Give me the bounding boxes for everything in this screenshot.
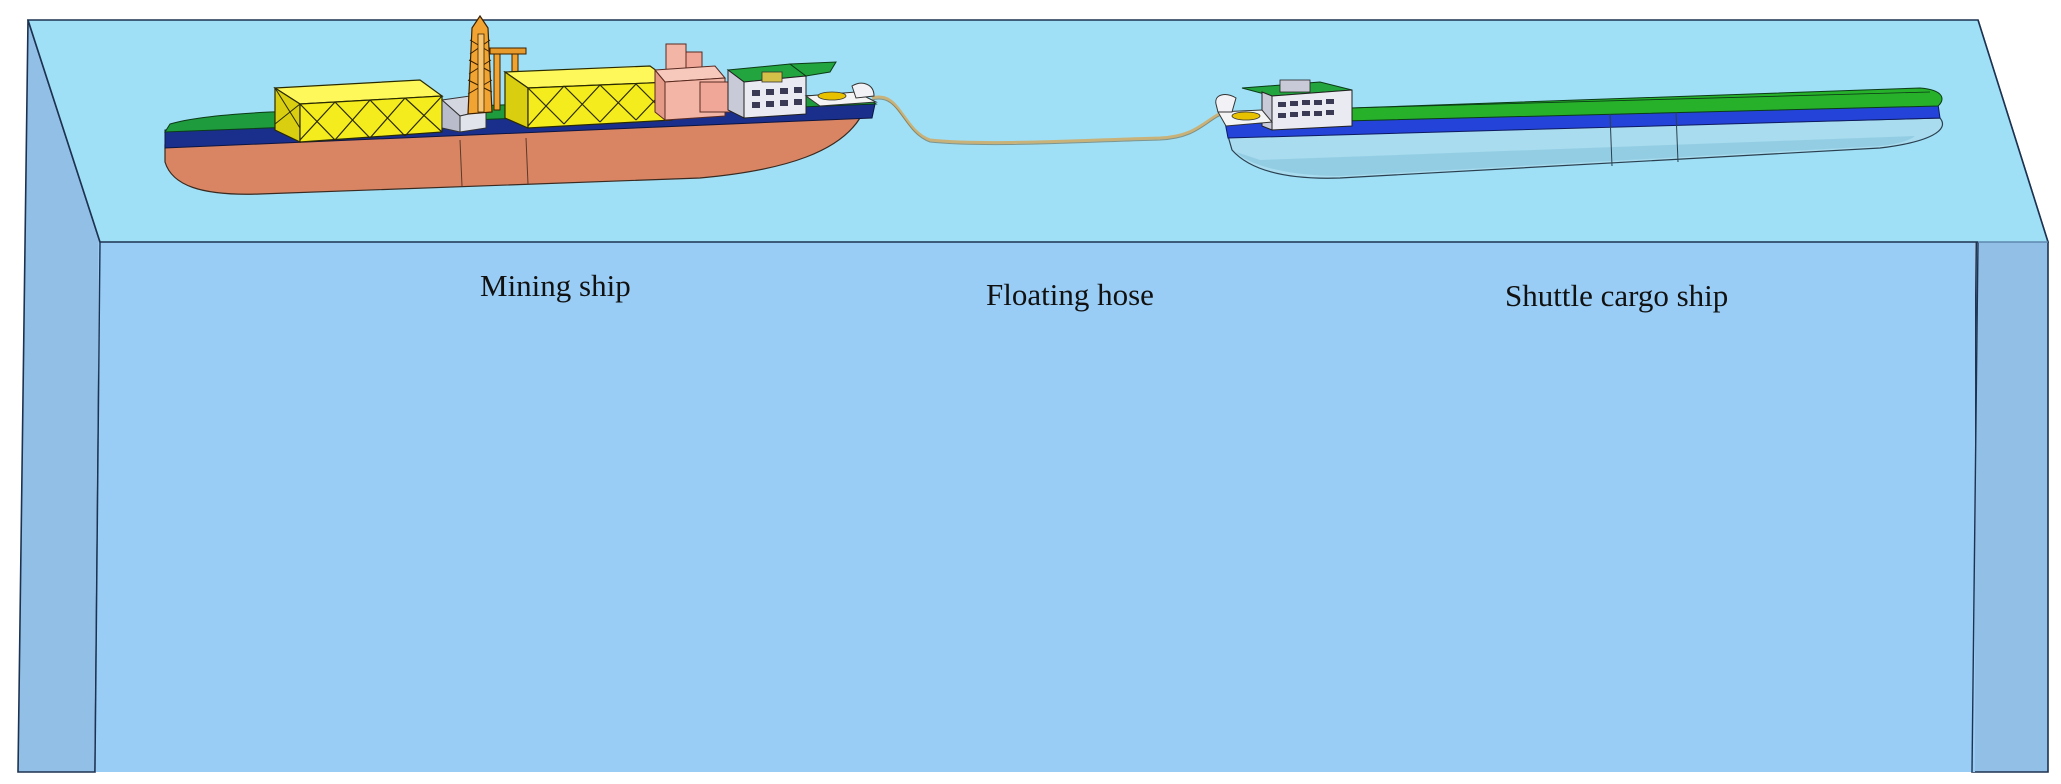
water-front-face-main [98,242,1975,772]
mining-module-left [273,79,444,143]
water-front-edge-right [1971,241,1979,773]
water-box [17,19,2050,773]
mining-bridge-house [726,61,837,119]
mining-ship-label: Mining ship [480,268,631,303]
mining-hull-bottom [164,117,862,195]
mining-ship-icon [164,14,878,195]
mining-module-right [503,65,674,129]
mining-process-buildings [653,43,731,122]
mining-bow-helideck [804,82,878,107]
shuttle-cargo-ship-icon [1215,79,1943,179]
floating-hose-shadow [871,98,1229,146]
shuttle-deckhouse [1241,79,1353,131]
water-front-edge-left [94,241,101,773]
shuttle-stern-helideck [1215,94,1273,127]
floating-hose-icon [871,95,1229,145]
shuttle-cargo-ship-label: Shuttle cargo ship [1505,278,1729,313]
floating-hose-label: Floating hose [986,277,1154,312]
